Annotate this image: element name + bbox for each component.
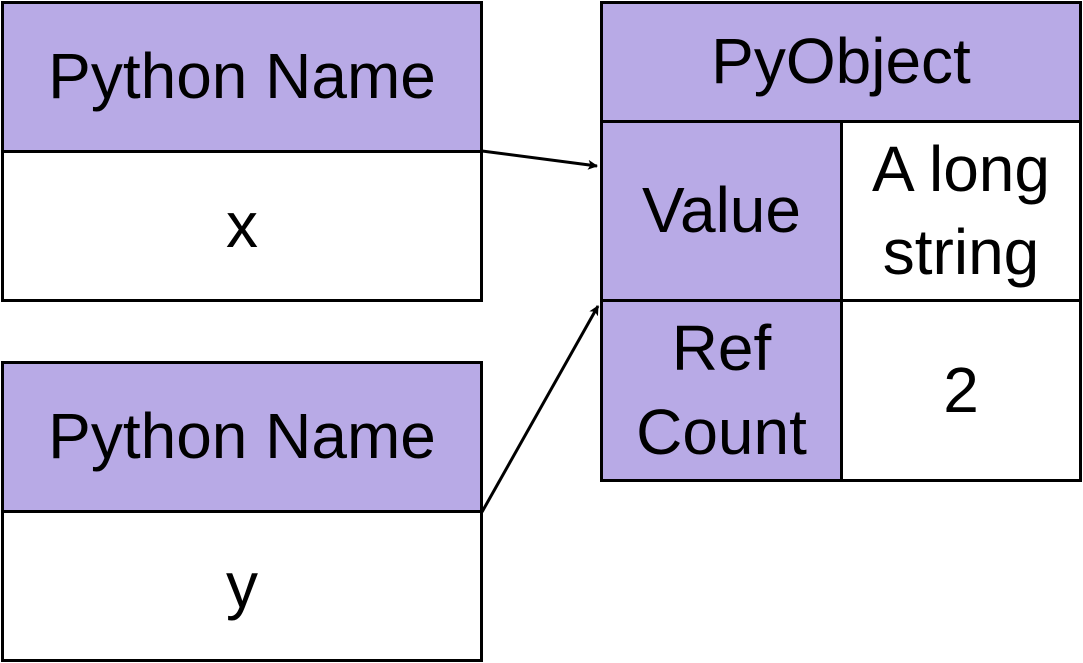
python-name-x-value: x (226, 189, 258, 262)
pyobject-value-cell: A long string (840, 120, 1082, 302)
pyobject-refcount-label: Ref Count (636, 307, 807, 473)
python-name-y-value: y (226, 549, 258, 622)
pyobject-value-line2: string (882, 216, 1040, 288)
arrow-y-to-pyobject (480, 305, 600, 513)
python-name-y-header: Python Name (1, 361, 483, 513)
pyobject-refcount-line1: Ref (671, 312, 772, 385)
pyobject-refcount-label-cell: Ref Count (600, 299, 843, 482)
pyobject-refcount-line2: Count (636, 395, 807, 468)
python-name-y-header-label: Python Name (48, 400, 436, 473)
pyobject-title: PyObject (711, 25, 971, 98)
pyobject-value-label: Value (642, 174, 801, 247)
python-name-x-header: Python Name (1, 1, 483, 153)
pyobject-value-text: A long string (872, 128, 1050, 294)
python-name-x-header-label: Python Name (48, 40, 436, 113)
pyobject-value-line1: A long (872, 132, 1050, 205)
pyobject-refcount-cell: 2 (840, 299, 1082, 482)
pyobject-refcount-value: 2 (943, 353, 979, 426)
pyobject-value-label-cell: Value (600, 120, 843, 302)
arrow-x-to-pyobject (481, 149, 598, 170)
python-name-x-value-cell: x (1, 150, 483, 302)
python-name-y-value-cell: y (1, 510, 483, 662)
pyobject-header: PyObject (600, 1, 1082, 123)
